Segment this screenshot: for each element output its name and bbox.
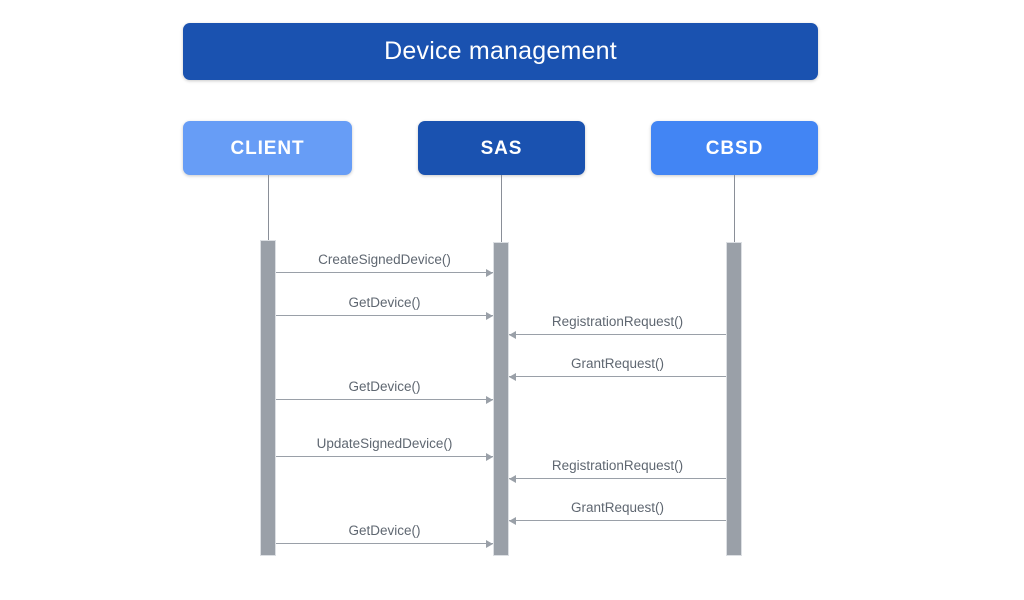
message-label: GetDevice()	[348, 294, 421, 310]
lifeline-sas	[501, 175, 502, 242]
actor-label-cbsd: CBSD	[705, 137, 764, 159]
message-label: GetDevice()	[348, 378, 421, 394]
message-label: RegistrationRequest()	[551, 457, 684, 473]
actor-label-sas: SAS	[480, 137, 523, 159]
lifeline-cbsd	[734, 175, 735, 242]
arrow-left-icon	[509, 516, 516, 525]
message-line	[509, 520, 726, 521]
lifeline-client	[268, 175, 269, 240]
arrow-right-icon	[486, 452, 493, 461]
actor-box-sas[interactable]: SAS	[418, 121, 585, 175]
actor-label-client: CLIENT	[230, 137, 305, 159]
arrow-left-icon	[509, 330, 516, 339]
message-label: GetDevice()	[348, 522, 421, 538]
arrow-left-icon	[509, 474, 516, 483]
message-label: RegistrationRequest()	[551, 313, 684, 329]
message-line	[276, 272, 493, 273]
actor-box-cbsd[interactable]: CBSD	[651, 121, 818, 175]
activation-bar-client	[260, 240, 276, 556]
arrow-right-icon	[486, 539, 493, 548]
message-label: GrantRequest()	[570, 499, 665, 515]
message-label: CreateSignedDevice()	[318, 251, 451, 267]
arrow-left-icon	[509, 372, 516, 381]
actor-box-client[interactable]: CLIENT	[183, 121, 352, 175]
message-line	[276, 456, 493, 457]
diagram-title-banner: Device management	[183, 23, 818, 80]
message-line	[509, 478, 726, 479]
activation-bar-cbsd	[726, 242, 742, 556]
message-line	[276, 399, 493, 400]
message-line	[276, 543, 493, 544]
message-line	[509, 376, 726, 377]
message-label: UpdateSignedDevice()	[316, 435, 453, 451]
activation-bar-sas	[493, 242, 509, 556]
arrow-right-icon	[486, 268, 493, 277]
message-line	[509, 334, 726, 335]
arrow-right-icon	[486, 311, 493, 320]
message-line	[276, 315, 493, 316]
arrow-right-icon	[486, 395, 493, 404]
message-label: GrantRequest()	[570, 355, 665, 371]
page-title: Device management	[384, 37, 617, 65]
